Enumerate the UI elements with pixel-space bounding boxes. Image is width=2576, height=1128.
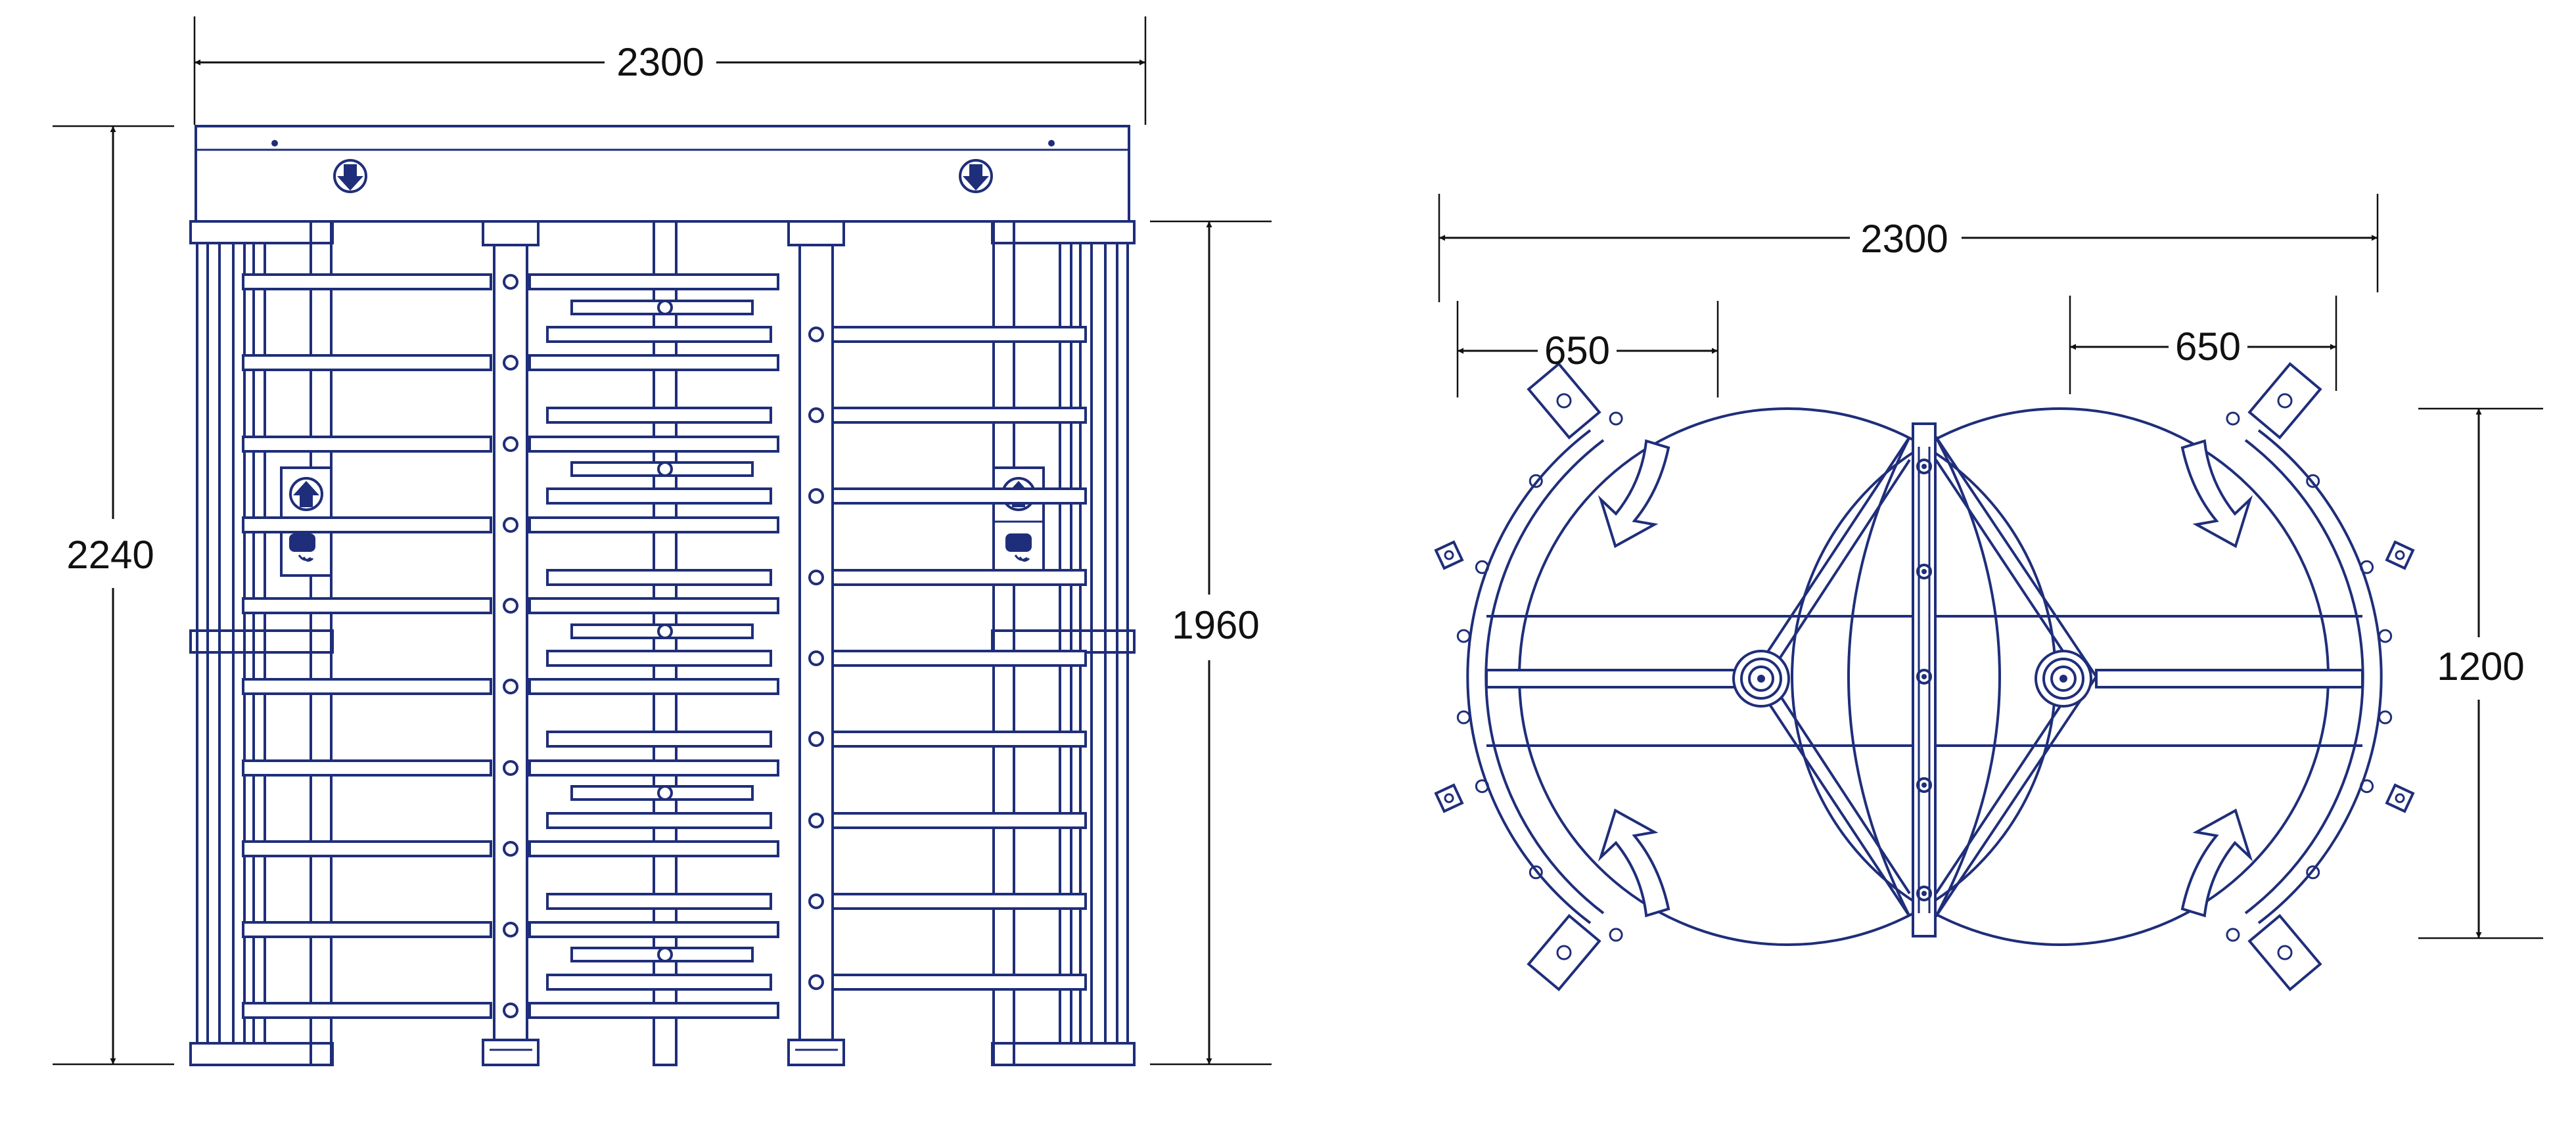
top-right-offset-label: 650	[2175, 325, 2241, 369]
left-arm	[1485, 669, 1754, 688]
left-rotor-hub	[1732, 650, 1790, 708]
top-left-offset-label: 650	[1544, 328, 1610, 372]
rotor-struts	[1750, 436, 2098, 918]
top-view: 2300 650 650 1200	[1434, 194, 2543, 991]
rotation-arrow-icon	[1598, 808, 1670, 918]
fence-mounting-tabs	[1434, 411, 2415, 942]
rotation-arrow-icon	[1598, 439, 1670, 549]
top-depth-label: 1200	[2437, 644, 2524, 688]
left-fence	[189, 220, 334, 1066]
direction-down-icon	[959, 159, 993, 193]
rotation-arrow-icon	[2180, 439, 2253, 549]
arrow-up-icon	[289, 477, 323, 511]
front-width-dimension: 2300	[193, 16, 1147, 125]
top-width-dimension: 2300	[1438, 194, 2379, 302]
top-width-label: 2300	[1860, 217, 1948, 261]
rotation-arrow-icon	[2180, 808, 2253, 918]
top-left-offset-dimension: 650	[1456, 301, 1719, 397]
front-passage-height-label: 1960	[1172, 603, 1259, 647]
front-width-label: 2300	[616, 40, 704, 84]
fence-bracket	[1527, 362, 2322, 991]
no-entry-hand-icon	[289, 533, 315, 562]
right-arm	[2095, 669, 2364, 688]
left-rotor-shaft	[482, 220, 540, 1066]
right-fence	[991, 220, 1136, 1066]
right-rotor-hub	[2035, 650, 2092, 708]
front-height-dimension: 2240	[53, 125, 174, 1066]
top-depth-dimension: 1200	[2418, 407, 2543, 939]
front-view: 2300 2240 1960	[53, 16, 1272, 1066]
right-rotor-shaft	[787, 220, 845, 1066]
rotor-arms	[242, 273, 1087, 1019]
front-height-label: 2240	[66, 533, 154, 577]
front-passage-height-dimension: 1960	[1150, 220, 1272, 1066]
no-entry-hand-icon	[1005, 533, 1032, 562]
direction-down-icon	[333, 159, 367, 193]
top-right-offset-dimension: 650	[2069, 296, 2337, 394]
center-post	[653, 220, 678, 1066]
center-post-top	[1912, 422, 1937, 937]
